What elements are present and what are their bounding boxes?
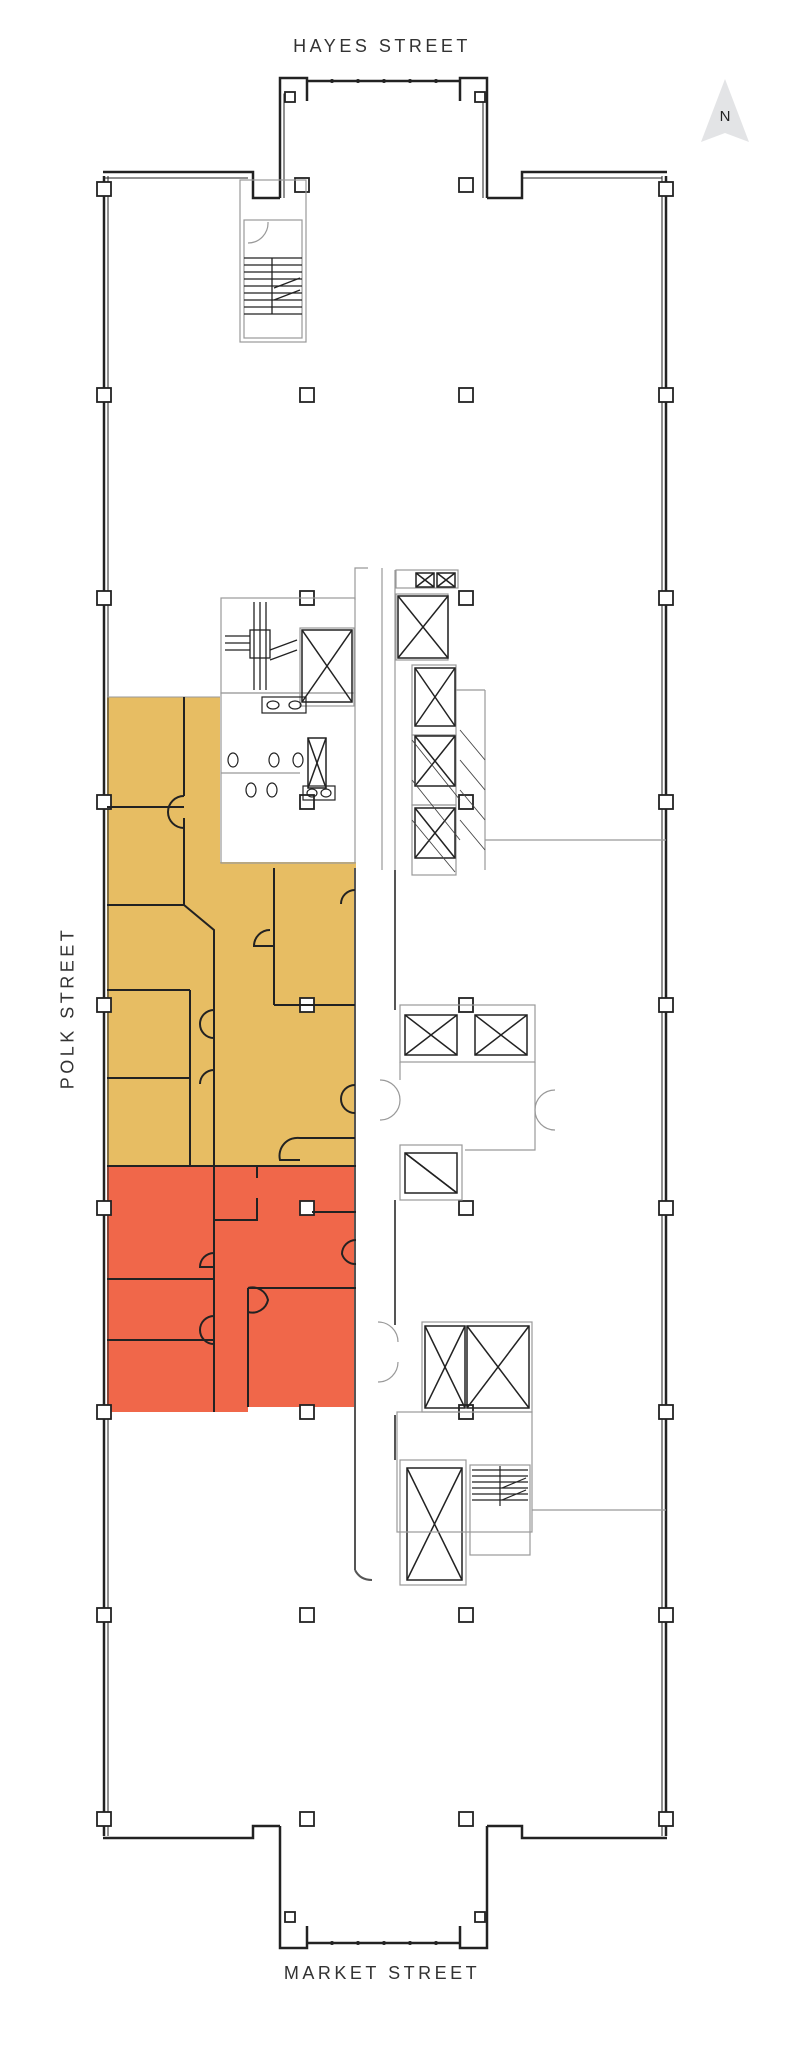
core-stair-upper — [225, 602, 298, 690]
elevator-lobby — [379, 1004, 556, 1201]
north-street-label: HAYES STREET — [0, 36, 796, 57]
south-street-label: MARKET STREET — [0, 1963, 796, 1984]
window-mullions — [330, 79, 438, 1945]
shaft-hatch — [411, 729, 486, 873]
north-arrow-icon — [701, 79, 749, 142]
north-stair — [239, 179, 307, 343]
corridor-walls — [354, 868, 396, 1581]
elevators — [301, 572, 530, 1581]
north-label: N — [719, 108, 731, 125]
core-lower — [377, 1321, 666, 1586]
suite-south-area[interactable] — [107, 1166, 356, 1412]
suite-north-area[interactable] — [107, 697, 356, 1166]
market-street-text: MARKET STREET — [283, 1963, 481, 1983]
core-upper — [220, 567, 666, 876]
hayes-street-text: HAYES STREET — [293, 36, 471, 56]
suite-walls — [107, 696, 357, 1412]
compass: N — [695, 75, 755, 150]
restroom-fixtures — [227, 696, 336, 801]
